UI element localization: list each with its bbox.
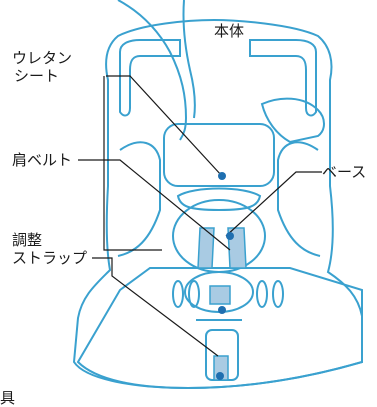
slot-right-2: [272, 280, 284, 308]
label-shoulder-belt: 肩ベルト: [12, 151, 73, 169]
hand-outline: [117, 0, 188, 141]
side-wing-right: [260, 97, 325, 144]
leader-urethane-vertical: [103, 76, 162, 251]
label-cut-off: 具: [0, 389, 16, 407]
marker-urethane: [218, 172, 226, 180]
lower-panel: [76, 267, 363, 390]
label-urethane-line2: シート: [14, 67, 60, 85]
inner-side-left: [117, 141, 161, 257]
buckle-plate: [209, 285, 231, 305]
label-base: ベース: [322, 163, 367, 181]
shoulder-strap-left: [197, 227, 215, 269]
headrest-frame: [119, 39, 181, 117]
inner-side-right: [277, 141, 321, 257]
label-body: 本体: [214, 22, 245, 40]
headrest-frame-right: [249, 39, 317, 117]
slot-right-1: [256, 280, 268, 308]
marker-adjust: [216, 372, 224, 380]
leader-urethane: [106, 75, 223, 177]
leader-base: [225, 171, 322, 237]
leader-lines: [78, 75, 322, 357]
slot-left-1: [172, 280, 184, 308]
leader-shoulder: [78, 159, 231, 251]
leader-adjust: [92, 257, 219, 357]
urethane-pad: [163, 123, 275, 187]
label-adjust-line2: ストラップ: [12, 249, 88, 267]
hand-finger: [182, 0, 196, 119]
slot-left-2: [188, 280, 200, 308]
marker-base: [218, 306, 226, 314]
marker-shoulder: [226, 232, 234, 240]
seat-outer-shell: [72, 18, 363, 390]
label-urethane-line1: ウレタン: [12, 49, 73, 67]
label-adjust-line1: 調整: [12, 231, 43, 249]
